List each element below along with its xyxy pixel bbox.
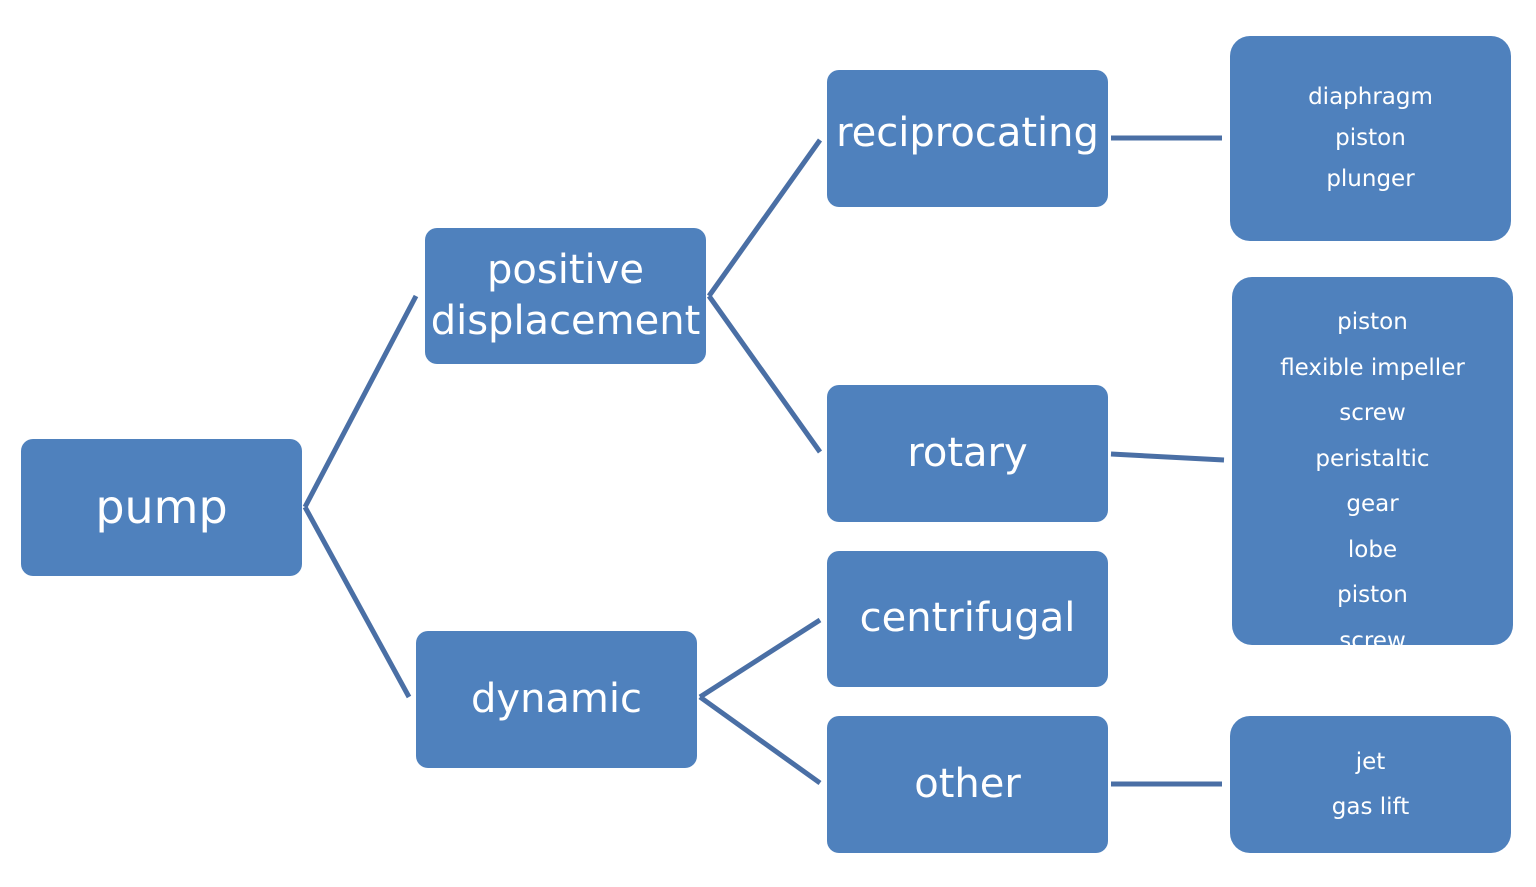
leaf-item: lobe (1347, 536, 1398, 563)
leaf-item: plunger (1326, 166, 1415, 192)
connector-positive-displacement-rotary (706, 294, 823, 454)
type-node-other: other (827, 716, 1108, 853)
leaf-item: gas lift (1331, 793, 1410, 820)
type-node-rotary: rotary (827, 385, 1108, 522)
type-node-label: reciprocating (836, 110, 1099, 156)
leaf-item: screw (1339, 627, 1406, 646)
leaf-items: jet gas lift (1332, 740, 1409, 830)
type-node-label: centrifugal (859, 595, 1076, 642)
connector-dynamic-other (698, 694, 822, 786)
leaf-item: screw (1339, 400, 1406, 426)
leaf-items: diaphragm piston plunger (1308, 77, 1433, 200)
leaf-list-rotary: piston flexible impeller screw peristalt… (1232, 277, 1513, 645)
connector-dynamic-centrifugal (698, 617, 822, 700)
leaf-list-other: jet gas lift (1230, 716, 1511, 853)
leaf-list-reciprocating: diaphragm piston plunger (1230, 36, 1511, 241)
type-node-label: other (914, 760, 1021, 807)
connector-rotary-leaf (1110, 451, 1225, 463)
leaf-item: peristaltic (1315, 445, 1430, 472)
root-node-label: pump (95, 480, 228, 535)
category-node-label: positive displacement (430, 246, 701, 344)
category-node-dynamic: dynamic (416, 631, 697, 768)
connector-pump-positive-displacement (302, 294, 419, 509)
leaf-item: flexible impeller (1280, 354, 1465, 381)
type-node-label: rotary (907, 429, 1028, 476)
leaf-item: piston (1337, 309, 1408, 335)
category-node-label: dynamic (471, 675, 642, 722)
type-node-centrifugal: centrifugal (827, 551, 1108, 687)
connector-pump-dynamic (302, 505, 412, 699)
connector-positive-displacement-reciprocating (706, 138, 823, 298)
leaf-item: jet (1355, 748, 1386, 775)
leaf-items: piston flexible impeller screw peristalt… (1280, 300, 1465, 645)
root-node-pump: pump (21, 439, 302, 576)
category-node-positive-displacement: positive displacement (425, 228, 706, 364)
leaf-item: diaphragm (1308, 84, 1433, 110)
type-node-reciprocating: reciprocating (827, 70, 1108, 207)
leaf-item: piston (1337, 582, 1408, 608)
leaf-item: piston (1335, 125, 1406, 151)
leaf-item: gear (1346, 491, 1399, 517)
